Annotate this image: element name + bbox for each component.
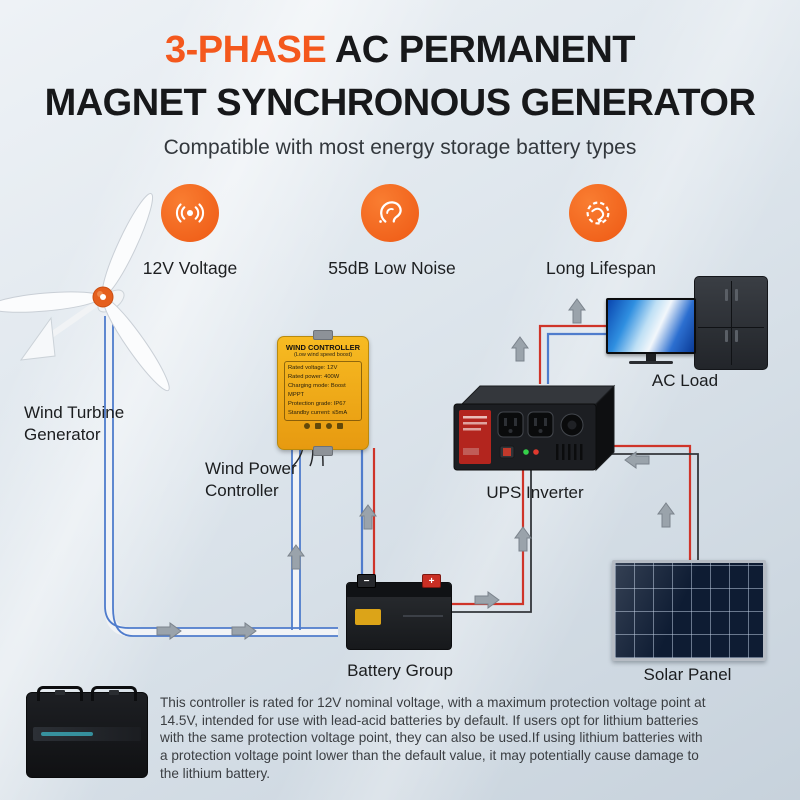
tv-screen xyxy=(608,300,694,352)
fridge-door-split xyxy=(698,326,764,328)
flow-arrow xyxy=(287,544,305,570)
spec-line: Rated power: 400W xyxy=(288,373,340,380)
mount-tab xyxy=(313,330,333,340)
fridge-door-split xyxy=(731,281,732,365)
feature-low-noise xyxy=(361,184,419,242)
battery-label-sticker xyxy=(355,609,381,625)
feature-label-lifespan: Long Lifespan xyxy=(546,258,656,278)
tv-stand-base xyxy=(629,361,673,364)
flow-arrow xyxy=(624,451,650,469)
battery-detail-line xyxy=(403,615,443,617)
title-line-1: 3-PHASE AC PERMANENT xyxy=(0,24,800,77)
lifespan-cycle-icon xyxy=(586,201,610,225)
battery-terminal xyxy=(55,690,65,695)
solar-panel-label: Solar Panel xyxy=(643,665,732,684)
title-highlight: 3-PHASE xyxy=(165,29,327,71)
spec-line: Rated voltage: 12V xyxy=(288,365,338,371)
flow-arrow xyxy=(568,298,586,324)
spec-line: Protection grade: IP67 xyxy=(288,400,346,407)
flow-arrow xyxy=(231,622,257,640)
feature-voltage xyxy=(161,184,219,242)
battery-label-detail xyxy=(41,732,93,736)
flow-arrow xyxy=(514,526,532,552)
page-subtitle: Compatible with most energy storage batt… xyxy=(163,136,637,159)
wind-controller-box: WIND CONTROLLER (Low wind speed boost) R… xyxy=(277,330,369,456)
controller-spec-list: Rated voltage: 12V Rated power: 400W Cha… xyxy=(284,361,362,421)
mount-tab xyxy=(313,446,333,456)
refrigerator-icon xyxy=(694,276,768,370)
feature-label-noise: 55dB Low Noise xyxy=(328,258,456,278)
fridge-handle xyxy=(734,330,738,343)
fridge-handle xyxy=(724,330,728,343)
controller-indicator-icons xyxy=(278,422,368,429)
feature-lifespan xyxy=(569,184,627,242)
fridge-handle xyxy=(734,289,738,301)
solar-panel-icon xyxy=(612,560,766,661)
flow-arrow xyxy=(474,591,500,609)
ac-load-label: AC Load xyxy=(651,371,719,390)
low-noise-ear-icon xyxy=(379,201,402,223)
battery-icon xyxy=(26,686,148,778)
wind-turbine-label: Wind Turbine Generator xyxy=(24,403,125,445)
battery-minus-terminal: − xyxy=(357,574,376,588)
minus-sign: − xyxy=(363,575,370,587)
flow-arrow xyxy=(511,336,529,362)
plus-sign: + xyxy=(428,575,435,587)
feature-label-voltage: 12V Voltage xyxy=(142,258,238,278)
title-rest: AC PERMANENT xyxy=(326,29,636,71)
tv-stand xyxy=(646,354,656,361)
page-title: 3-PHASE AC PERMANENT MAGNET SYNCHRONOUS … xyxy=(0,24,800,130)
battery-terminal xyxy=(109,690,119,695)
controller-subtitle: (Low wind speed boost) xyxy=(293,352,353,358)
flow-arrow xyxy=(156,622,182,640)
title-line-2: MAGNET SYNCHRONOUS GENERATOR xyxy=(44,82,756,124)
spec-line: Charging mode: Boost MPPT xyxy=(288,382,346,398)
spec-line: Standby current: ≤5mA xyxy=(288,409,348,416)
controller-label: Wind Power Controller xyxy=(205,459,297,501)
battery-group-icon: − + xyxy=(346,574,452,650)
ups-inverter-icon xyxy=(453,384,616,472)
footer-note: This controller is rated for 12V nominal… xyxy=(160,695,706,781)
controller-title: WIND CONTROLLER xyxy=(285,343,361,352)
flow-arrow xyxy=(657,502,675,528)
flow-arrow xyxy=(359,504,377,530)
tv-icon xyxy=(606,298,696,364)
inverter-label: UPS Inverter xyxy=(486,483,584,502)
battery-group-label: Battery Group xyxy=(347,661,453,680)
battery-plus-terminal: + xyxy=(422,574,441,588)
fridge-handle xyxy=(724,289,728,301)
voltage-icon xyxy=(175,203,205,223)
